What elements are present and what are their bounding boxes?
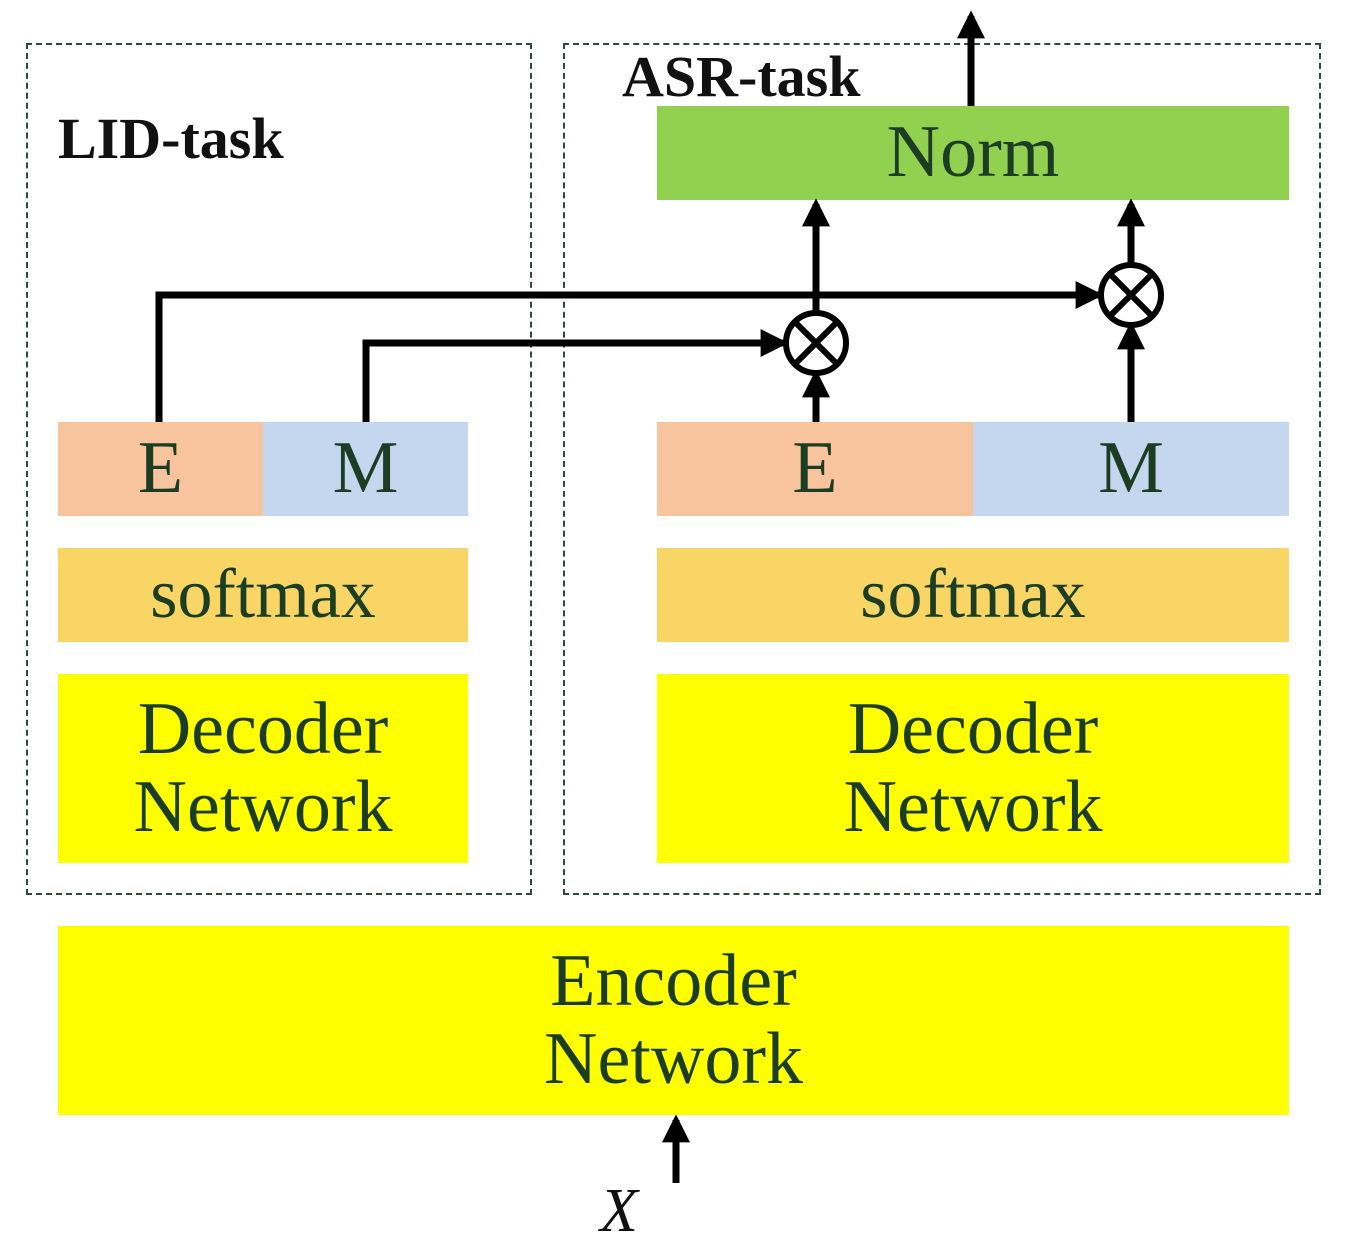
lid-e-to-mult2-wire	[155, 281, 1104, 422]
lid-softmax-label: softmax	[150, 556, 376, 634]
asr-softmax-label: softmax	[860, 556, 1086, 634]
lid-m-label: M	[332, 427, 399, 510]
circled-times-icon	[783, 310, 849, 376]
lid-decoder-line1: Decoder	[137, 687, 389, 770]
lid-m-to-mult1-wire	[362, 329, 789, 422]
encoder-line2: Network	[544, 1017, 803, 1100]
lid-e-label: E	[137, 427, 184, 510]
asr-e-block: E	[657, 422, 973, 516]
asr-e-label: E	[792, 427, 838, 510]
circled-times-icon	[1098, 262, 1164, 328]
input-x-label: X	[600, 1177, 638, 1245]
lid-m-block: M	[263, 422, 468, 516]
lid-task-label: LID-task	[58, 106, 284, 171]
asr-decoder-line1: Decoder	[847, 687, 1099, 770]
asr-norm-label: Norm	[886, 111, 1060, 194]
asr-task-group	[563, 43, 1321, 895]
lid-task-group	[26, 43, 532, 895]
lid-decoder-line2: Network	[133, 765, 393, 848]
encoder-line1: Encoder	[550, 939, 797, 1022]
asr-m-label: M	[1098, 427, 1164, 510]
encoder-block: Encoder Network	[58, 926, 1289, 1115]
lid-decoder-block: Decoder Network	[58, 674, 468, 863]
asr-task-label: ASR-task	[618, 48, 865, 106]
asr-softmax-block: softmax	[657, 548, 1289, 642]
asr-m-block: M	[973, 422, 1289, 516]
asr-norm-block: Norm	[657, 106, 1289, 200]
asr-decoder-line2: Network	[843, 765, 1103, 848]
lid-e-block: E	[58, 422, 263, 516]
lid-softmax-block: softmax	[58, 548, 468, 642]
asr-decoder-block: Decoder Network	[657, 674, 1289, 863]
